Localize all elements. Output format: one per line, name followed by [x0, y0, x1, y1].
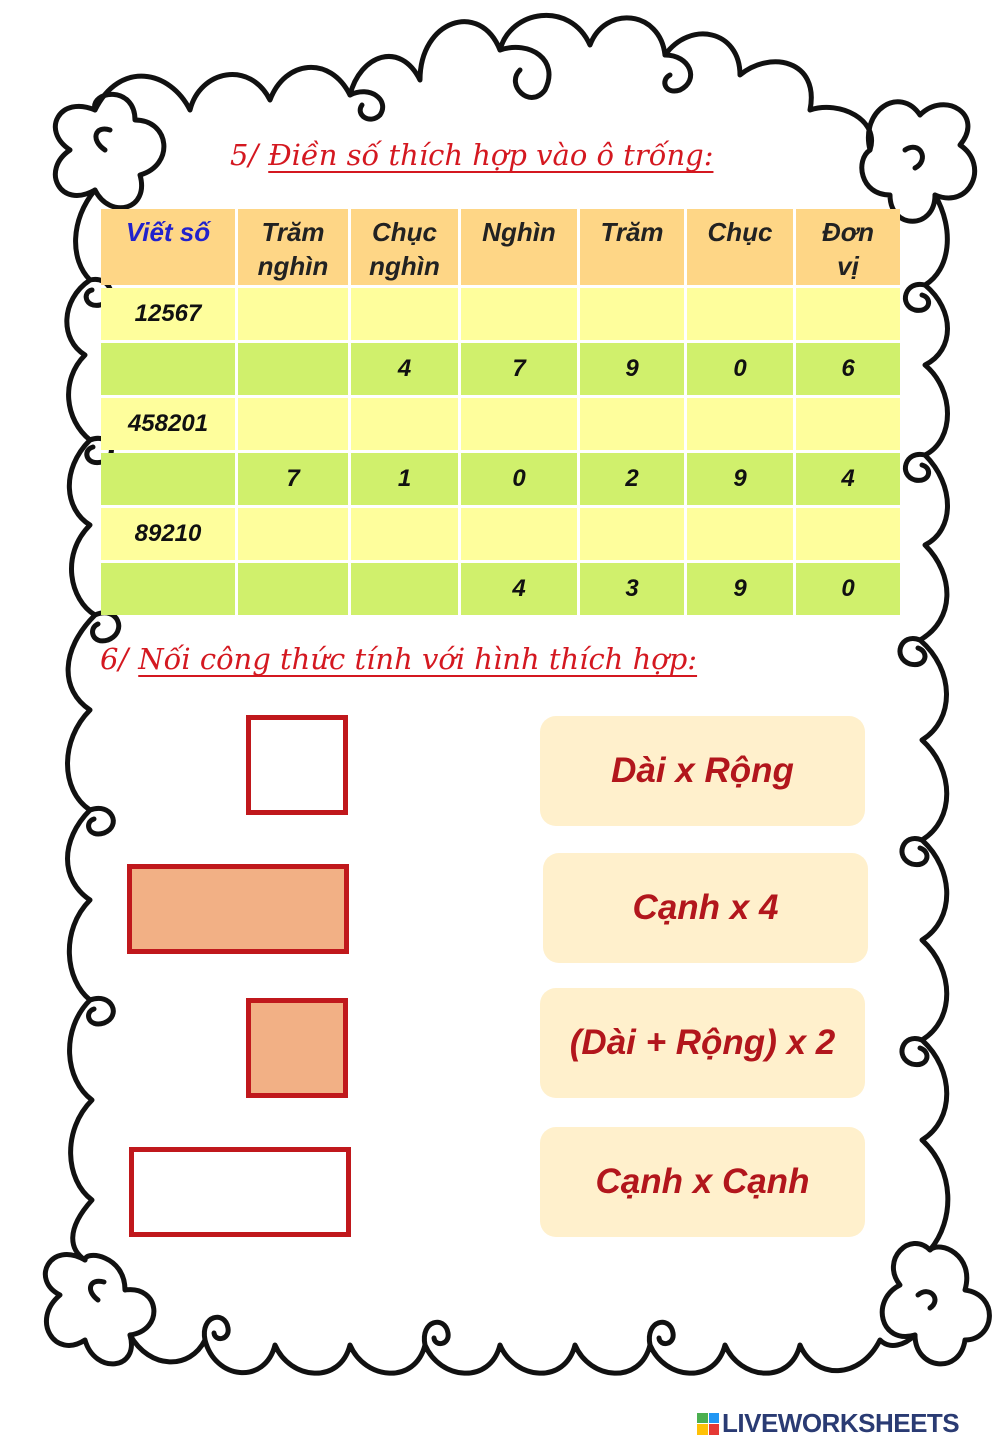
table-row: 12567 [101, 288, 900, 340]
table-row: 89210 [101, 508, 900, 560]
header-line: nghìn [257, 251, 329, 281]
table-row: 4 3 9 0 [101, 563, 900, 615]
cell-digit: 4 [351, 343, 458, 395]
table-header-row: Viết số Trăm nghìn Chục nghìn Nghìn Trăm… [101, 209, 900, 285]
answer-cell[interactable] [238, 508, 348, 560]
header-tram-nghin: Trăm nghìn [238, 209, 348, 285]
header-line: Trăm [261, 217, 325, 247]
cell-digit: 0 [461, 453, 577, 505]
header-line: vị [837, 251, 859, 281]
logo-square [708, 1412, 719, 1423]
answer-cell[interactable] [687, 508, 793, 560]
cell-digit: 3 [580, 563, 684, 615]
exercise-5-number: 5/ [230, 138, 259, 172]
cell-digit: 2 [580, 453, 684, 505]
answer-cell[interactable] [238, 398, 348, 450]
header-line: Chục [707, 217, 773, 247]
answer-cell[interactable] [796, 288, 900, 340]
square-filled-shape[interactable] [246, 998, 348, 1098]
exercise-5-title: Điền số thích hợp vào ô trống: [268, 138, 714, 172]
rectangle-filled-shape[interactable] [127, 864, 349, 954]
formula-label: Cạnh x 4 [632, 888, 779, 927]
place-value-table: Viết số Trăm nghìn Chục nghìn Nghìn Trăm… [98, 206, 903, 618]
cell-digit: 9 [580, 343, 684, 395]
answer-cell[interactable] [687, 288, 793, 340]
answer-cell[interactable] [580, 398, 684, 450]
cell-digit: 7 [238, 453, 348, 505]
liveworksheets-logo-icon [697, 1412, 719, 1435]
formula-card-dai-x-rong[interactable]: Dài x Rộng [540, 716, 865, 826]
header-nghin: Nghìn [461, 209, 577, 285]
answer-cell[interactable] [101, 343, 235, 395]
exercise-6-heading: 6/Nối công thức tính với hình thích hợp: [100, 642, 697, 676]
answer-cell[interactable] [796, 398, 900, 450]
exercise-5-heading: 5/Điền số thích hợp vào ô trống: [230, 138, 713, 172]
answer-cell[interactable] [796, 508, 900, 560]
logo-square [697, 1424, 708, 1435]
exercise-6-title: Nối công thức tính với hình thích hợp: [138, 642, 698, 676]
logo-square [697, 1412, 708, 1423]
answer-cell[interactable] [687, 398, 793, 450]
answer-cell[interactable] [101, 563, 235, 615]
answer-cell[interactable] [351, 563, 458, 615]
cell-digit: 0 [796, 563, 900, 615]
cell-digit: 9 [687, 563, 793, 615]
header-viet-so: Viết số [101, 209, 235, 285]
formula-label: (Dài + Rộng) x 2 [569, 1023, 836, 1062]
answer-cell[interactable] [461, 398, 577, 450]
answer-cell[interactable] [351, 398, 458, 450]
answer-cell[interactable] [351, 508, 458, 560]
cell-digit: 4 [796, 453, 900, 505]
header-line: Nghìn [482, 217, 556, 247]
answer-cell[interactable] [461, 508, 577, 560]
header-line: Trăm [600, 217, 664, 247]
square-outline-shape[interactable] [246, 715, 348, 815]
cell-digit: 6 [796, 343, 900, 395]
header-line: Chục [372, 217, 437, 247]
cell-digit: 0 [687, 343, 793, 395]
answer-cell[interactable] [580, 288, 684, 340]
header-chuc: Chục [687, 209, 793, 285]
cell-digit: 7 [461, 343, 577, 395]
answer-cell[interactable] [351, 288, 458, 340]
header-line: Viết số [125, 217, 211, 247]
answer-cell[interactable] [461, 288, 577, 340]
table-row: 4 7 9 0 6 [101, 343, 900, 395]
brand-name: LIVEWORKSHEETS [722, 1408, 960, 1438]
answer-cell[interactable] [580, 508, 684, 560]
header-don-vi: Đơn vị [796, 209, 900, 285]
cell-digit [238, 343, 348, 395]
cell-number: 458201 [101, 398, 235, 450]
cell-digit: 1 [351, 453, 458, 505]
answer-cell[interactable] [238, 563, 348, 615]
table-row: 7 1 0 2 9 4 [101, 453, 900, 505]
header-line: Đơn [821, 217, 875, 247]
answer-cell[interactable] [101, 453, 235, 505]
formula-card-canh-x-4[interactable]: Cạnh x 4 [543, 853, 868, 963]
formula-label: Dài x Rộng [611, 751, 794, 790]
cell-digit: 4 [461, 563, 577, 615]
cell-number: 12567 [101, 288, 235, 340]
formula-label: Cạnh x Cạnh [595, 1162, 810, 1201]
table-row: 458201 [101, 398, 900, 450]
cell-digit: 9 [687, 453, 793, 505]
header-tram: Trăm [580, 209, 684, 285]
logo-square [708, 1424, 719, 1435]
cell-number: 89210 [101, 508, 235, 560]
formula-card-dai-cong-rong-x-2[interactable]: (Dài + Rộng) x 2 [540, 988, 865, 1098]
formula-card-canh-x-canh[interactable]: Cạnh x Cạnh [540, 1127, 865, 1237]
header-line: nghìn [369, 251, 440, 281]
rectangle-outline-shape[interactable] [129, 1147, 351, 1237]
answer-cell[interactable] [238, 288, 348, 340]
header-chuc-nghin: Chục nghìn [351, 209, 458, 285]
liveworksheets-footer: LIVEWORKSHEETS [697, 1408, 960, 1439]
exercise-6-number: 6/ [100, 642, 129, 676]
